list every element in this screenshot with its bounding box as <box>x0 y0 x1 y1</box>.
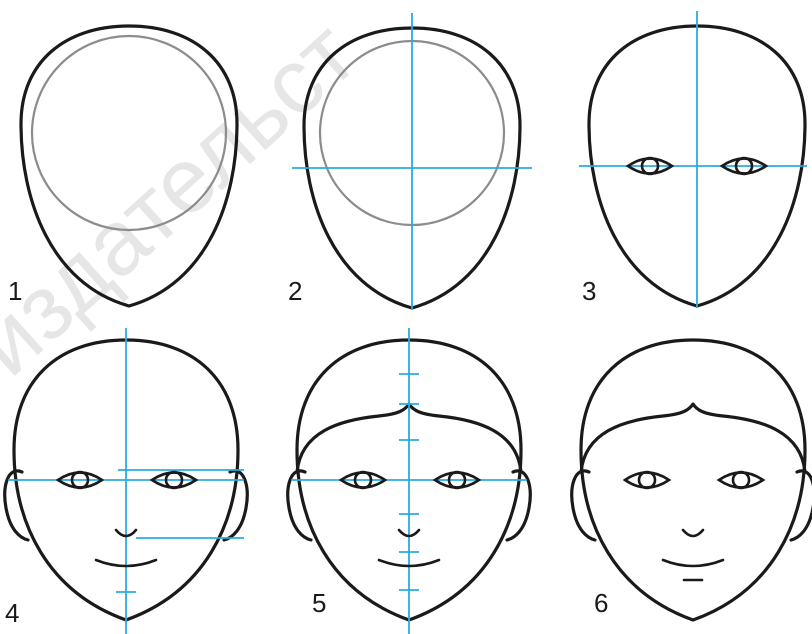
nose <box>683 530 703 536</box>
step-number-1: 1 <box>8 276 22 306</box>
step-number-6: 6 <box>594 588 608 618</box>
step-number-2: 2 <box>288 276 302 306</box>
head-outline <box>581 340 805 620</box>
step-number-3: 3 <box>582 276 596 306</box>
hairline <box>581 404 805 472</box>
step-2-panel <box>292 13 532 310</box>
step-number-5: 5 <box>312 588 326 618</box>
step-6-panel <box>572 340 812 620</box>
step-number-4: 4 <box>5 598 19 628</box>
mouth <box>663 560 723 566</box>
right-eye <box>719 472 763 488</box>
left-eye <box>625 472 669 488</box>
step-3-panel <box>579 11 807 308</box>
step-4-panel <box>5 328 247 634</box>
